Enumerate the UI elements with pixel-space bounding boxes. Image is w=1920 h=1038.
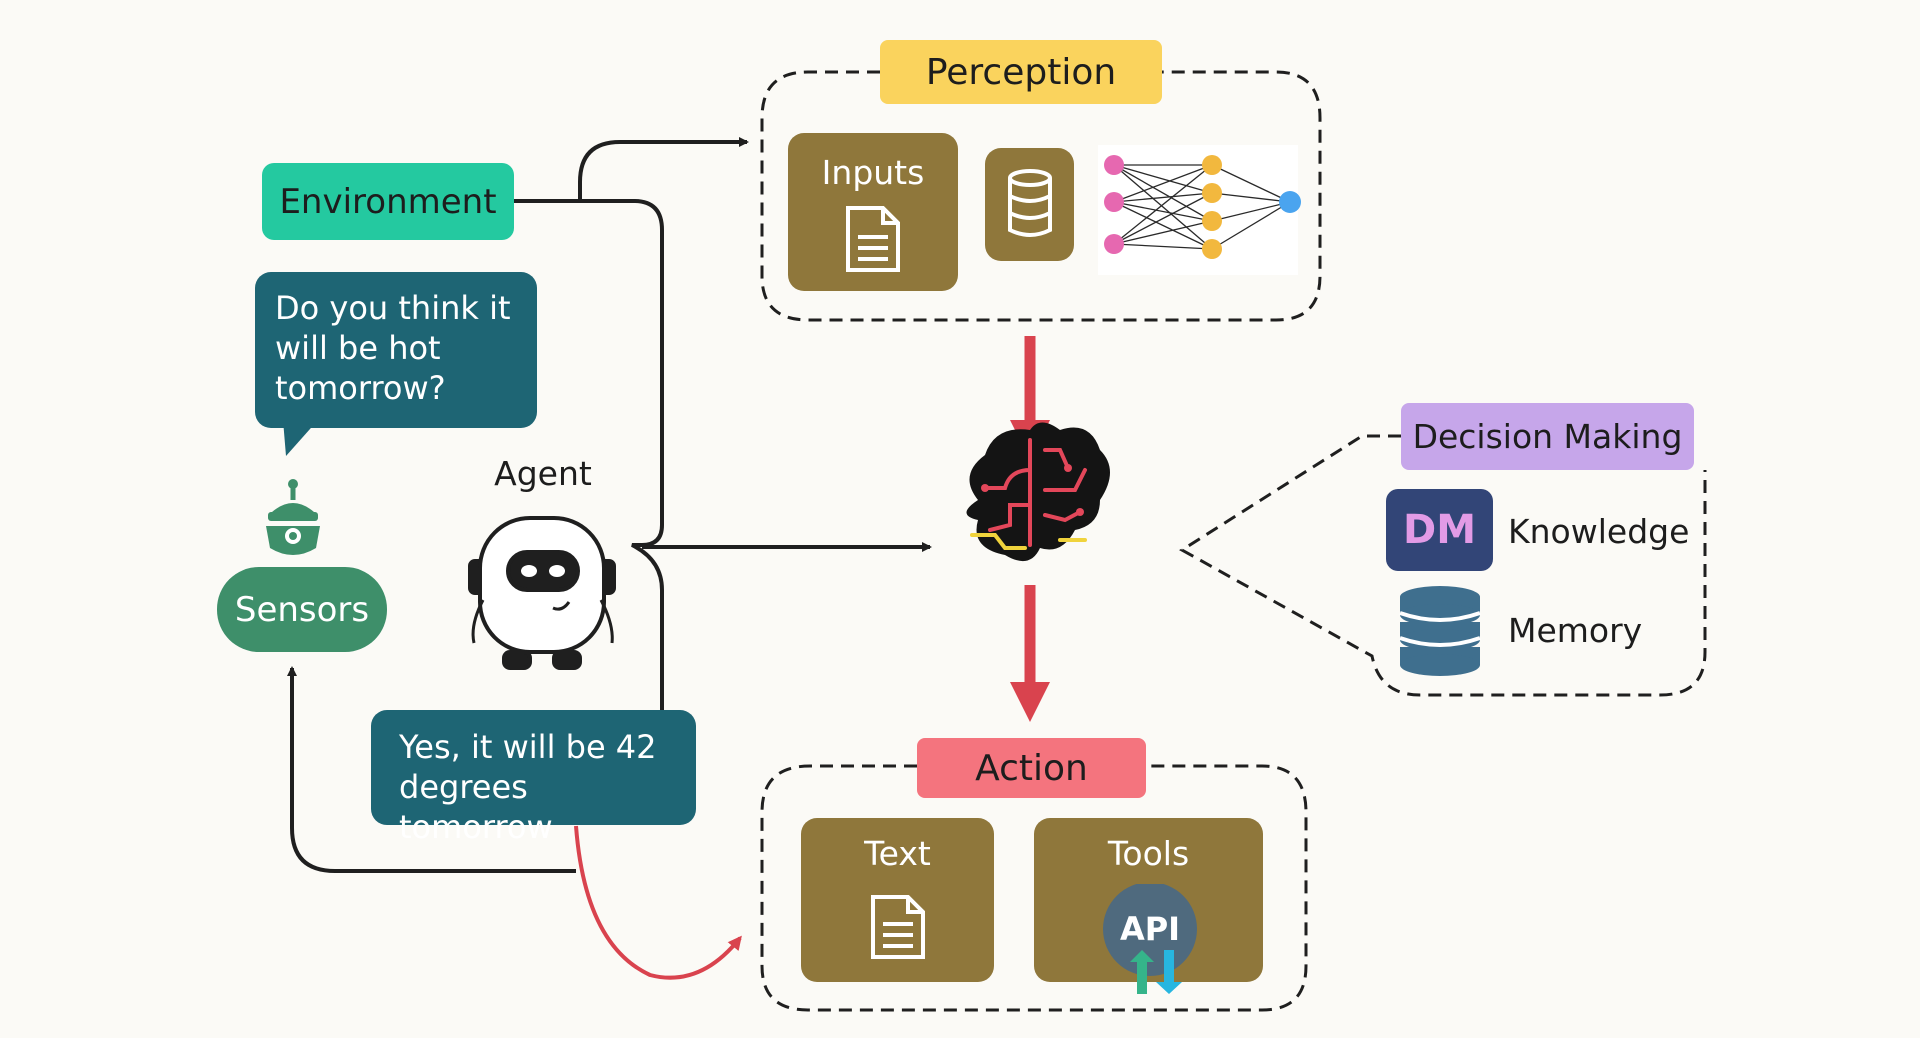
database-icon [1007,168,1052,237]
perception-label: Perception [880,40,1162,104]
document-icon [871,895,925,959]
neural-network-icon [1098,145,1301,275]
text-tile: Text [801,818,994,982]
inputs-label: Inputs [821,153,925,192]
sensor-robot-icon [266,479,320,555]
answer-bubble: Yes, it will be 42 degrees tomorrow [371,710,696,846]
document-icon [846,206,900,272]
action-label: Action [917,738,1146,798]
api-label: API [1119,910,1181,948]
environment-loop-connector [514,199,664,712]
knowledge-label: Knowledge [1508,511,1690,551]
inputs-tile: Inputs [788,133,958,291]
question-bubble-tail [283,420,318,456]
perception-group-outline [760,70,1322,322]
action-group-outline [760,764,1308,1012]
environment-label: Environment [262,163,514,240]
question-bubble: Do you think it will be hot tomorrow? [255,272,537,428]
agent-label: Agent [494,453,592,493]
environment-to-perception-arrow [578,137,749,200]
brain-icon [966,422,1110,562]
memory-label: Memory [1508,610,1643,650]
answer-to-sensors-arrow [287,666,576,873]
agent-robot-icon [468,516,616,670]
sensors-label: Sensors [217,567,387,652]
database-tile [985,148,1074,261]
text-tile-label: Text [864,834,931,873]
decision-making-label: Decision Making [1401,403,1694,470]
decision-group-outline [1179,434,1707,697]
api-icon [1103,884,1197,994]
tools-tile: Tools API [1034,818,1263,994]
dm-tile: DM [1386,489,1493,571]
memory-database-icon [1399,586,1481,676]
tools-tile-label: Tools [1107,834,1190,873]
answer-to-action-arrow [574,825,742,980]
